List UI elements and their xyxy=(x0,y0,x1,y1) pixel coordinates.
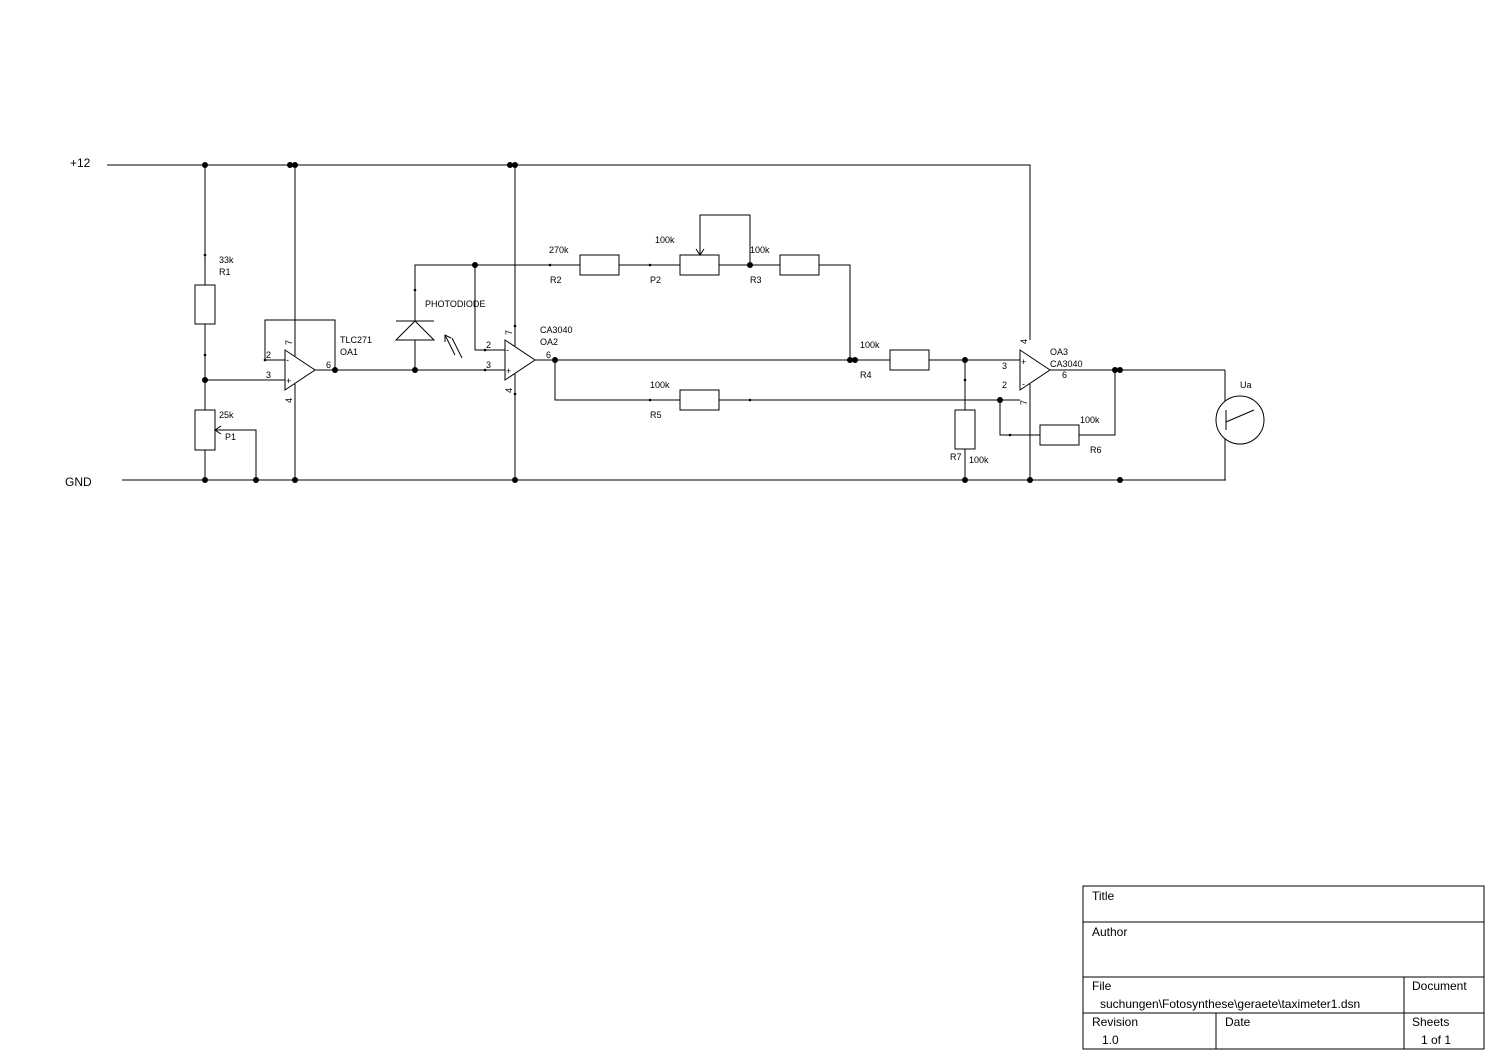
oa1-pin-noninv: 3 xyxy=(266,370,271,380)
oa3-pin-inv: 2 xyxy=(1002,380,1007,390)
r1-ref: R1 xyxy=(219,267,231,277)
photodiode-label: PHOTODIODE xyxy=(425,299,485,309)
p1-value: 25k xyxy=(219,410,234,420)
file-label: File xyxy=(1092,979,1112,993)
oa3-pin-vcc: 4 xyxy=(1019,339,1029,344)
resistor-r4: 100k R4 xyxy=(850,340,1020,380)
oa3-pin-gnd: 7 xyxy=(1019,400,1029,405)
oa2-pin-out: 6 xyxy=(546,350,551,360)
r6-ref: R6 xyxy=(1090,445,1102,455)
p1-ref: P1 xyxy=(225,432,236,442)
revision-value: 1.0 xyxy=(1102,1033,1119,1047)
oa1-ref: OA1 xyxy=(340,347,358,357)
oa3-pin-noninv: 3 xyxy=(1002,361,1007,371)
svg-text:+: + xyxy=(506,366,511,376)
r2-value: 270k xyxy=(549,245,569,255)
file-value: suchungen\Fotosynthese\geraete\taximeter… xyxy=(1100,997,1360,1011)
sheets-value: 1 of 1 xyxy=(1421,1033,1451,1047)
vcc-rail xyxy=(107,164,1031,340)
oa2-type: CA3040 xyxy=(540,325,573,335)
potentiometer-p1: 25k P1 xyxy=(194,409,257,480)
gnd-rail-label: GND xyxy=(65,475,92,489)
photodiode: PHOTODIODE xyxy=(394,264,550,370)
oa2-ref: OA2 xyxy=(540,337,558,347)
r2-ref: R2 xyxy=(550,275,562,285)
r5-value: 100k xyxy=(650,380,670,390)
svg-text:-: - xyxy=(286,355,289,365)
r1-value: 33k xyxy=(219,255,234,265)
r7-value: 100k xyxy=(969,455,989,465)
r3-ref: R3 xyxy=(750,275,762,285)
oa3-ref: OA3 xyxy=(1050,347,1068,357)
vcc-rail-label: +12 xyxy=(70,156,91,170)
oa1-pin-gnd: 4 xyxy=(284,398,294,403)
r4-ref: R4 xyxy=(860,370,872,380)
oa2-pin-noninv: 3 xyxy=(486,360,491,370)
oa1-type: TLC271 xyxy=(340,335,372,345)
resistor-r3: 100k R3 xyxy=(750,245,851,360)
oa2-pin-inv: 2 xyxy=(486,340,491,350)
resistor-r2: 270k R2 xyxy=(549,245,680,285)
meter-ua: Ua xyxy=(1215,370,1265,480)
r3-value: 100k xyxy=(750,245,770,255)
svg-text:-: - xyxy=(506,345,509,355)
p2-value: 100k xyxy=(655,235,675,245)
revision-label: Revision xyxy=(1092,1015,1138,1029)
r6-value: 100k xyxy=(1080,415,1100,425)
document-label: Document xyxy=(1412,979,1467,993)
resistor-r5: 100k R5 xyxy=(554,360,1020,420)
author-label: Author xyxy=(1092,925,1127,939)
oa2-pin-gnd: 4 xyxy=(504,388,514,393)
r4-value: 100k xyxy=(860,340,880,350)
sheets-label: Sheets xyxy=(1412,1015,1449,1029)
title-block: Title Author File suchungen\Fotosynthese… xyxy=(1082,885,1485,1050)
svg-text:-: - xyxy=(1022,379,1025,389)
p2-ref: P2 xyxy=(650,275,661,285)
oa2-pin-vcc: 7 xyxy=(504,330,514,335)
r5-ref: R5 xyxy=(650,410,662,420)
resistor-r1: 33k R1 xyxy=(194,165,234,410)
junction-dots xyxy=(202,162,1123,483)
oa1-pin-inv: 2 xyxy=(266,350,271,360)
opamp-oa2: - + 2 3 6 7 4 CA3040 OA2 xyxy=(474,165,850,480)
resistor-r7: 100k R7 xyxy=(950,360,989,480)
svg-text:+: + xyxy=(1021,357,1026,367)
oa3-pin-out: 6 xyxy=(1062,370,1067,380)
r7-ref: R7 xyxy=(950,452,962,462)
meter-ref: Ua xyxy=(1240,380,1252,390)
date-label: Date xyxy=(1225,1015,1251,1029)
oa1-pin-vcc: 7 xyxy=(284,340,294,345)
oa1-pin-out: 6 xyxy=(326,360,331,370)
opamp-oa3: + - 3 2 6 4 7 OA3 CA3040 xyxy=(1002,339,1225,480)
resistor-r6: 100k R6 xyxy=(999,370,1116,455)
oa3-type: CA3040 xyxy=(1050,359,1083,369)
title-label: Title xyxy=(1092,889,1115,903)
svg-text:+: + xyxy=(286,376,291,386)
opamp-oa1: - + 2 3 6 7 4 TLC271 OA1 xyxy=(205,165,485,480)
